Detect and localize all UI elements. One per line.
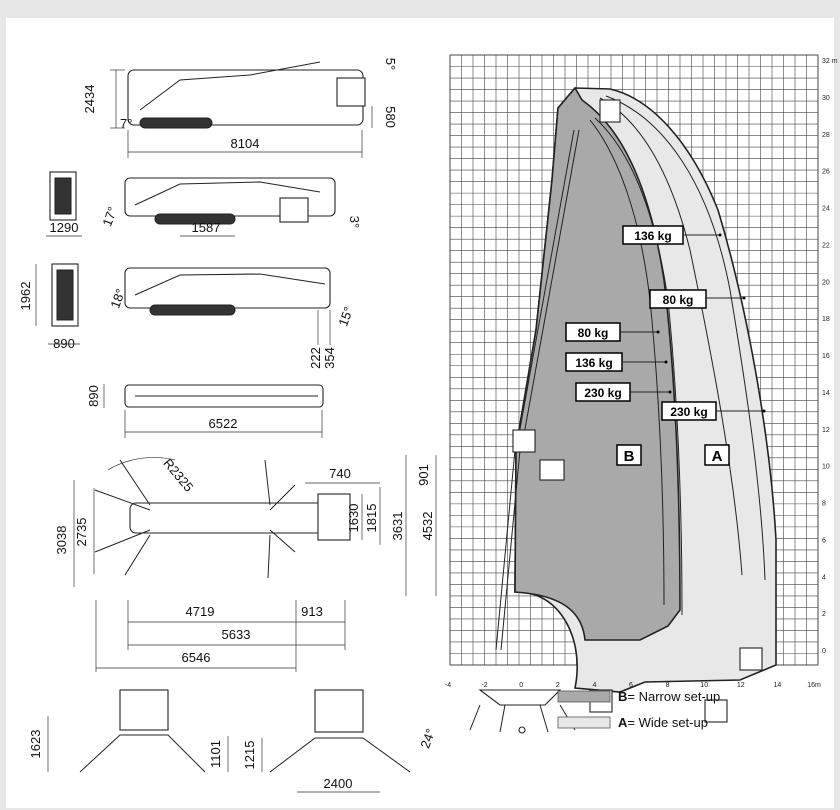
load-label-b80: 80 kg: [565, 322, 660, 342]
y-tick-label: 12: [822, 427, 830, 434]
load-label-a230: 230 kg: [661, 401, 766, 421]
svg-text:18°: 18°: [107, 287, 128, 311]
svg-text:R2325: R2325: [160, 456, 196, 495]
svg-text:890: 890: [86, 385, 101, 407]
svg-text:A: A: [712, 448, 723, 465]
legend-b: B= Narrow set-up: [618, 689, 720, 704]
svg-text:8104: 8104: [231, 136, 260, 151]
svg-text:1215: 1215: [242, 741, 257, 770]
y-tick-label: 26: [822, 169, 830, 176]
svg-text:B: B: [624, 448, 635, 465]
y-tick-label: 24: [822, 206, 830, 213]
boom-in-diagram: [469, 99, 763, 734]
y-tick-label: 2: [822, 611, 826, 618]
y-tick-label: 8: [822, 501, 826, 508]
x-tick-label: 8: [666, 682, 670, 689]
y-tick-label: 28: [822, 132, 830, 139]
svg-text:230 kg: 230 kg: [584, 386, 621, 400]
svg-text:3°: 3°: [347, 216, 362, 228]
svg-text:580: 580: [383, 106, 398, 128]
legend: B= Narrow set-up A= Wide set-up: [557, 689, 720, 730]
zone-b-label: B: [616, 444, 642, 466]
svg-text:740: 740: [329, 466, 351, 481]
svg-text:2400: 2400: [324, 776, 353, 791]
y-tick-label: 16: [822, 353, 830, 360]
svg-text:2735: 2735: [74, 518, 89, 547]
svg-text:913: 913: [301, 604, 323, 619]
svg-text:1630: 1630: [346, 504, 361, 533]
plan-view-outriggers: R2325 3038 2735 740 901 1630 1815 3631 4…: [54, 455, 437, 672]
x-tick-label: 6: [629, 682, 633, 689]
y-tick-label: 20: [822, 279, 830, 286]
y-tick-label: 0: [822, 648, 826, 655]
side-view-2: 1290 1587 17° 3°: [46, 171, 362, 237]
y-tick-label: 14: [822, 390, 830, 397]
svg-text:1101: 1101: [208, 740, 223, 768]
y-tick-label: 32 m: [822, 58, 838, 65]
y-tick-label: 4: [822, 574, 826, 581]
load-label-b230: 230 kg: [575, 382, 672, 402]
front-view-wide: 1215 2400 24°: [242, 689, 438, 793]
svg-text:222: 222: [308, 347, 323, 369]
x-tick-label: -2: [481, 682, 487, 689]
svg-text:354: 354: [322, 347, 337, 369]
svg-text:3631: 3631: [390, 512, 405, 541]
zone-a-label: A: [704, 444, 730, 466]
svg-text:24°: 24°: [417, 727, 438, 751]
svg-text:136 kg: 136 kg: [575, 356, 612, 370]
legend-swatch-a: [557, 716, 611, 729]
side-view-transport: 2434 8104 580 5° 7°: [82, 58, 398, 158]
svg-text:80 kg: 80 kg: [578, 326, 609, 340]
side-view-3: 1962 890 18° 15° 222 354: [18, 263, 356, 369]
load-label-b136: 136 kg: [565, 352, 668, 372]
svg-text:17°: 17°: [99, 205, 120, 229]
y-tick-label: 18: [822, 316, 830, 323]
x-tick-label: 14: [774, 682, 782, 689]
svg-text:6546: 6546: [182, 650, 211, 665]
svg-text:80 kg: 80 kg: [663, 293, 694, 307]
svg-text:4719: 4719: [186, 604, 215, 619]
x-tick-label: 12: [737, 682, 745, 689]
x-tick-label: 4: [592, 682, 596, 689]
front-view-narrow: 1623 1101: [28, 689, 229, 773]
svg-text:4532: 4532: [420, 512, 435, 541]
load-label-a80: 80 kg: [649, 289, 746, 309]
svg-text:5°: 5°: [383, 58, 398, 70]
y-tick-label: 10: [822, 464, 830, 471]
top-view-transport: 890 6522: [86, 384, 324, 438]
x-tick-label: -4: [445, 682, 451, 689]
svg-text:1815: 1815: [364, 504, 379, 533]
svg-text:6522: 6522: [209, 416, 238, 431]
x-tick-label: 10: [700, 682, 708, 689]
y-tick-label: 6: [822, 537, 826, 544]
svg-text:3038: 3038: [54, 526, 69, 555]
svg-text:15°: 15°: [335, 305, 356, 329]
svg-text:230 kg: 230 kg: [670, 405, 707, 419]
svg-text:1587: 1587: [192, 220, 221, 235]
x-tick-label: 16m: [807, 682, 821, 689]
x-tick-label: 2: [556, 682, 560, 689]
y-tick-label: 30: [822, 95, 830, 102]
svg-text:1623: 1623: [28, 730, 43, 759]
load-label-a136: 136 kg: [622, 225, 722, 245]
legend-a: A= Wide set-up: [618, 715, 708, 730]
y-tick-label: 22: [822, 242, 830, 249]
x-tick-label: 0: [519, 682, 523, 689]
svg-text:901: 901: [416, 464, 431, 486]
legend-swatch-b: [557, 690, 611, 703]
svg-text:2434: 2434: [82, 85, 97, 114]
svg-text:5633: 5633: [222, 627, 251, 642]
svg-text:1290: 1290: [50, 220, 79, 235]
svg-text:136 kg: 136 kg: [634, 229, 671, 243]
svg-text:7°: 7°: [120, 116, 132, 131]
svg-text:1962: 1962: [18, 282, 33, 311]
svg-text:890: 890: [53, 336, 75, 351]
